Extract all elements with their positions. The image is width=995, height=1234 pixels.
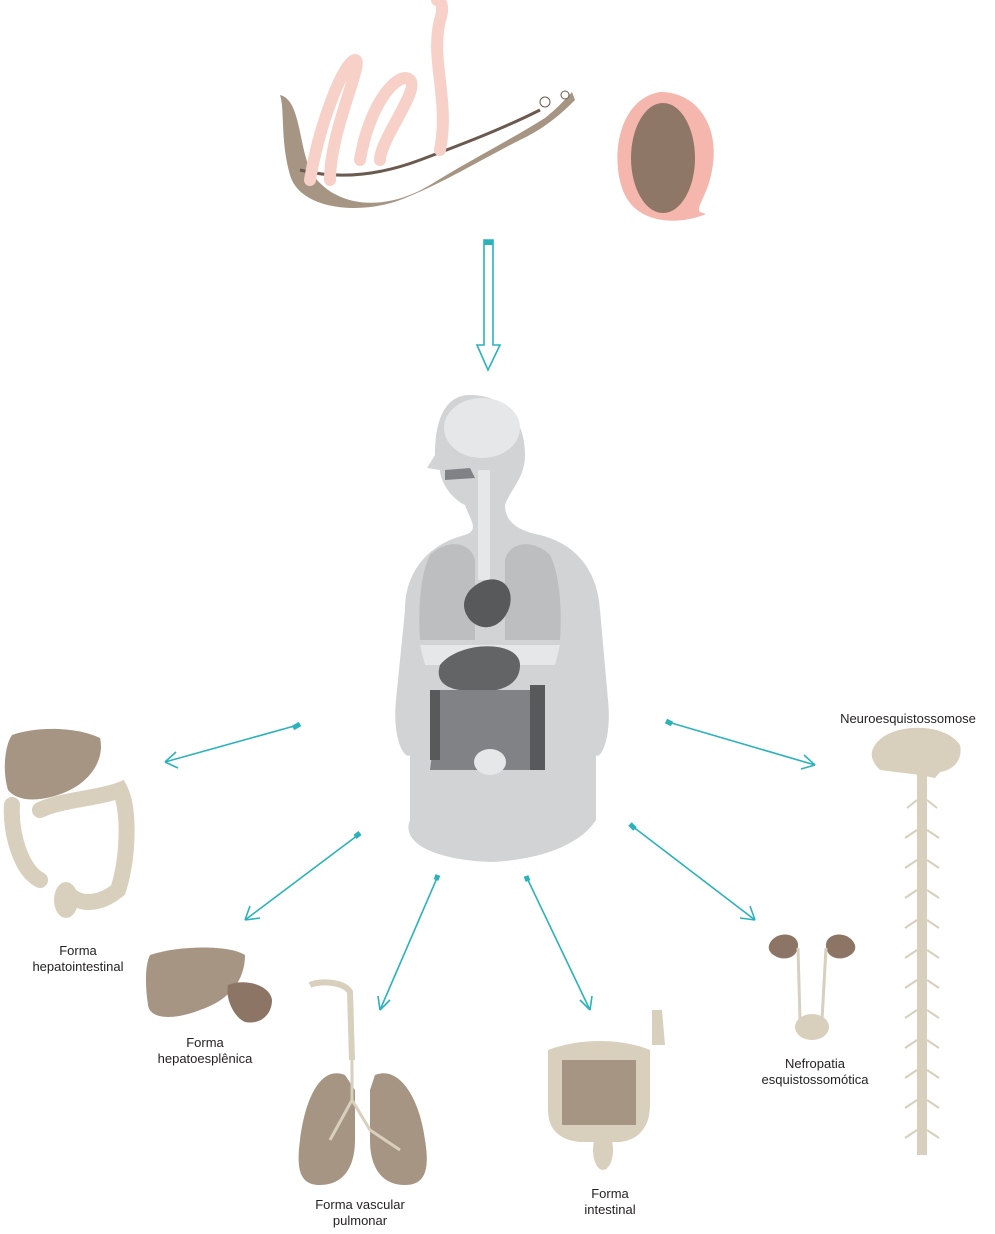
bladder bbox=[474, 749, 506, 775]
label-neuro: Neuroesquistossomose bbox=[840, 711, 976, 726]
rectum-icon bbox=[54, 882, 78, 918]
appendix-icon bbox=[652, 1010, 665, 1045]
arrow-to-neuro bbox=[664, 718, 816, 770]
kidneys-illustration bbox=[768, 934, 856, 1040]
trachea-icon bbox=[308, 979, 355, 1061]
label-hepatointestinal-line2: hepatointestinal bbox=[32, 959, 124, 974]
colon bbox=[430, 685, 545, 770]
arrow-to-hepatointestinal bbox=[164, 721, 302, 769]
ureters-icon bbox=[796, 947, 828, 1021]
arrow-to-nefropatia bbox=[628, 822, 756, 921]
label-hepatoesplenica-line1: Forma bbox=[186, 1035, 224, 1050]
label-nefropatia: Nefropatia esquistossomótica bbox=[740, 1056, 890, 1088]
label-nefropatia-line2: esquistossomótica bbox=[761, 1072, 869, 1087]
nervous-system-illustration bbox=[871, 727, 961, 1155]
male-worm-body bbox=[280, 92, 575, 208]
label-intestinal-line1: Forma bbox=[591, 1186, 629, 1201]
human-body-illustration bbox=[395, 395, 609, 862]
hepatointestinal-illustration bbox=[3, 728, 135, 918]
liver-icon bbox=[4, 728, 101, 800]
label-nefropatia-line1: Nefropatia bbox=[785, 1056, 845, 1071]
arrow-to-vascular-pulmonar bbox=[377, 874, 441, 1011]
left-lung-icon bbox=[298, 1073, 355, 1185]
label-vascular-pulmonar-line2: pulmonar bbox=[332, 1213, 388, 1228]
label-intestinal-line2: intestinal bbox=[584, 1202, 636, 1217]
female-worm bbox=[304, 0, 449, 186]
label-intestinal: Forma intestinal bbox=[540, 1186, 680, 1218]
brain-icon bbox=[871, 727, 961, 778]
bronchi-icon bbox=[328, 1060, 401, 1152]
small-intestine-icon bbox=[562, 1060, 636, 1125]
egg-illustration bbox=[617, 92, 714, 221]
label-vascular-pulmonar: Forma vascular pulmonar bbox=[285, 1197, 435, 1229]
label-hepatoesplenica-line2: hepatoesplênica bbox=[157, 1051, 253, 1066]
left-lung bbox=[419, 544, 475, 640]
rectum-icon bbox=[593, 1130, 613, 1170]
arrow-to-hepatoesplenica bbox=[244, 831, 362, 921]
brain bbox=[444, 398, 520, 458]
spinal-nerves-icon bbox=[904, 799, 940, 1139]
heart bbox=[464, 579, 511, 628]
bladder-icon bbox=[795, 1014, 829, 1040]
right-lung bbox=[505, 544, 561, 640]
right-kidney-icon bbox=[826, 934, 856, 959]
left-kidney-icon bbox=[768, 934, 798, 959]
label-hepatoesplenica: Forma hepatoesplênica bbox=[135, 1035, 275, 1067]
intestinal-illustration bbox=[548, 1010, 665, 1170]
arrow-down bbox=[475, 239, 502, 372]
colon-icon bbox=[3, 779, 135, 910]
right-lung-icon bbox=[370, 1073, 427, 1185]
label-vascular-pulmonar-line1: Forma vascular bbox=[315, 1197, 405, 1212]
intestines bbox=[430, 690, 540, 770]
spine bbox=[478, 470, 490, 580]
liver bbox=[438, 646, 520, 692]
oral-sucker bbox=[539, 96, 551, 108]
mouth bbox=[445, 468, 475, 480]
hepatoesplenica-illustration bbox=[145, 947, 272, 1023]
lungs-illustration bbox=[298, 979, 427, 1185]
egg-miracidium bbox=[631, 103, 695, 213]
spinal-cord-icon bbox=[917, 770, 927, 1155]
liver-icon bbox=[145, 947, 245, 1017]
worm-groove bbox=[299, 108, 541, 177]
label-hepatointestinal: Forma hepatointestinal bbox=[8, 943, 148, 975]
ventral-sucker bbox=[560, 90, 570, 100]
arrows-to-forms bbox=[164, 718, 816, 1011]
label-hepatointestinal-line1: Forma bbox=[59, 943, 97, 958]
adult-worms-illustration bbox=[280, 0, 575, 208]
arrow-to-intestinal bbox=[523, 875, 593, 1011]
spleen-icon bbox=[227, 982, 272, 1023]
